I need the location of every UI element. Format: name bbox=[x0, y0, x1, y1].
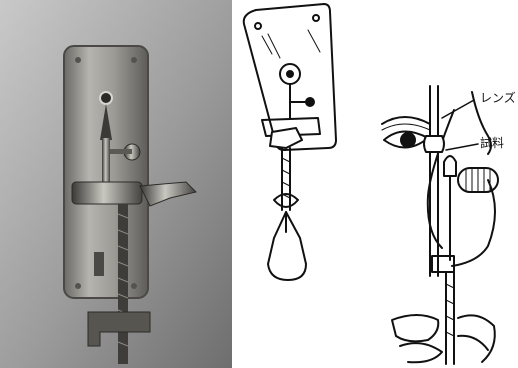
microscope-drawing-image bbox=[232, 0, 518, 368]
lens-label: レンズ bbox=[480, 92, 516, 104]
specimen-label: 試料 bbox=[480, 137, 504, 149]
microscope-drawings: レンズ 試料 bbox=[232, 0, 518, 368]
microscope-photo-image bbox=[0, 0, 232, 368]
microscope-photo bbox=[0, 0, 232, 368]
